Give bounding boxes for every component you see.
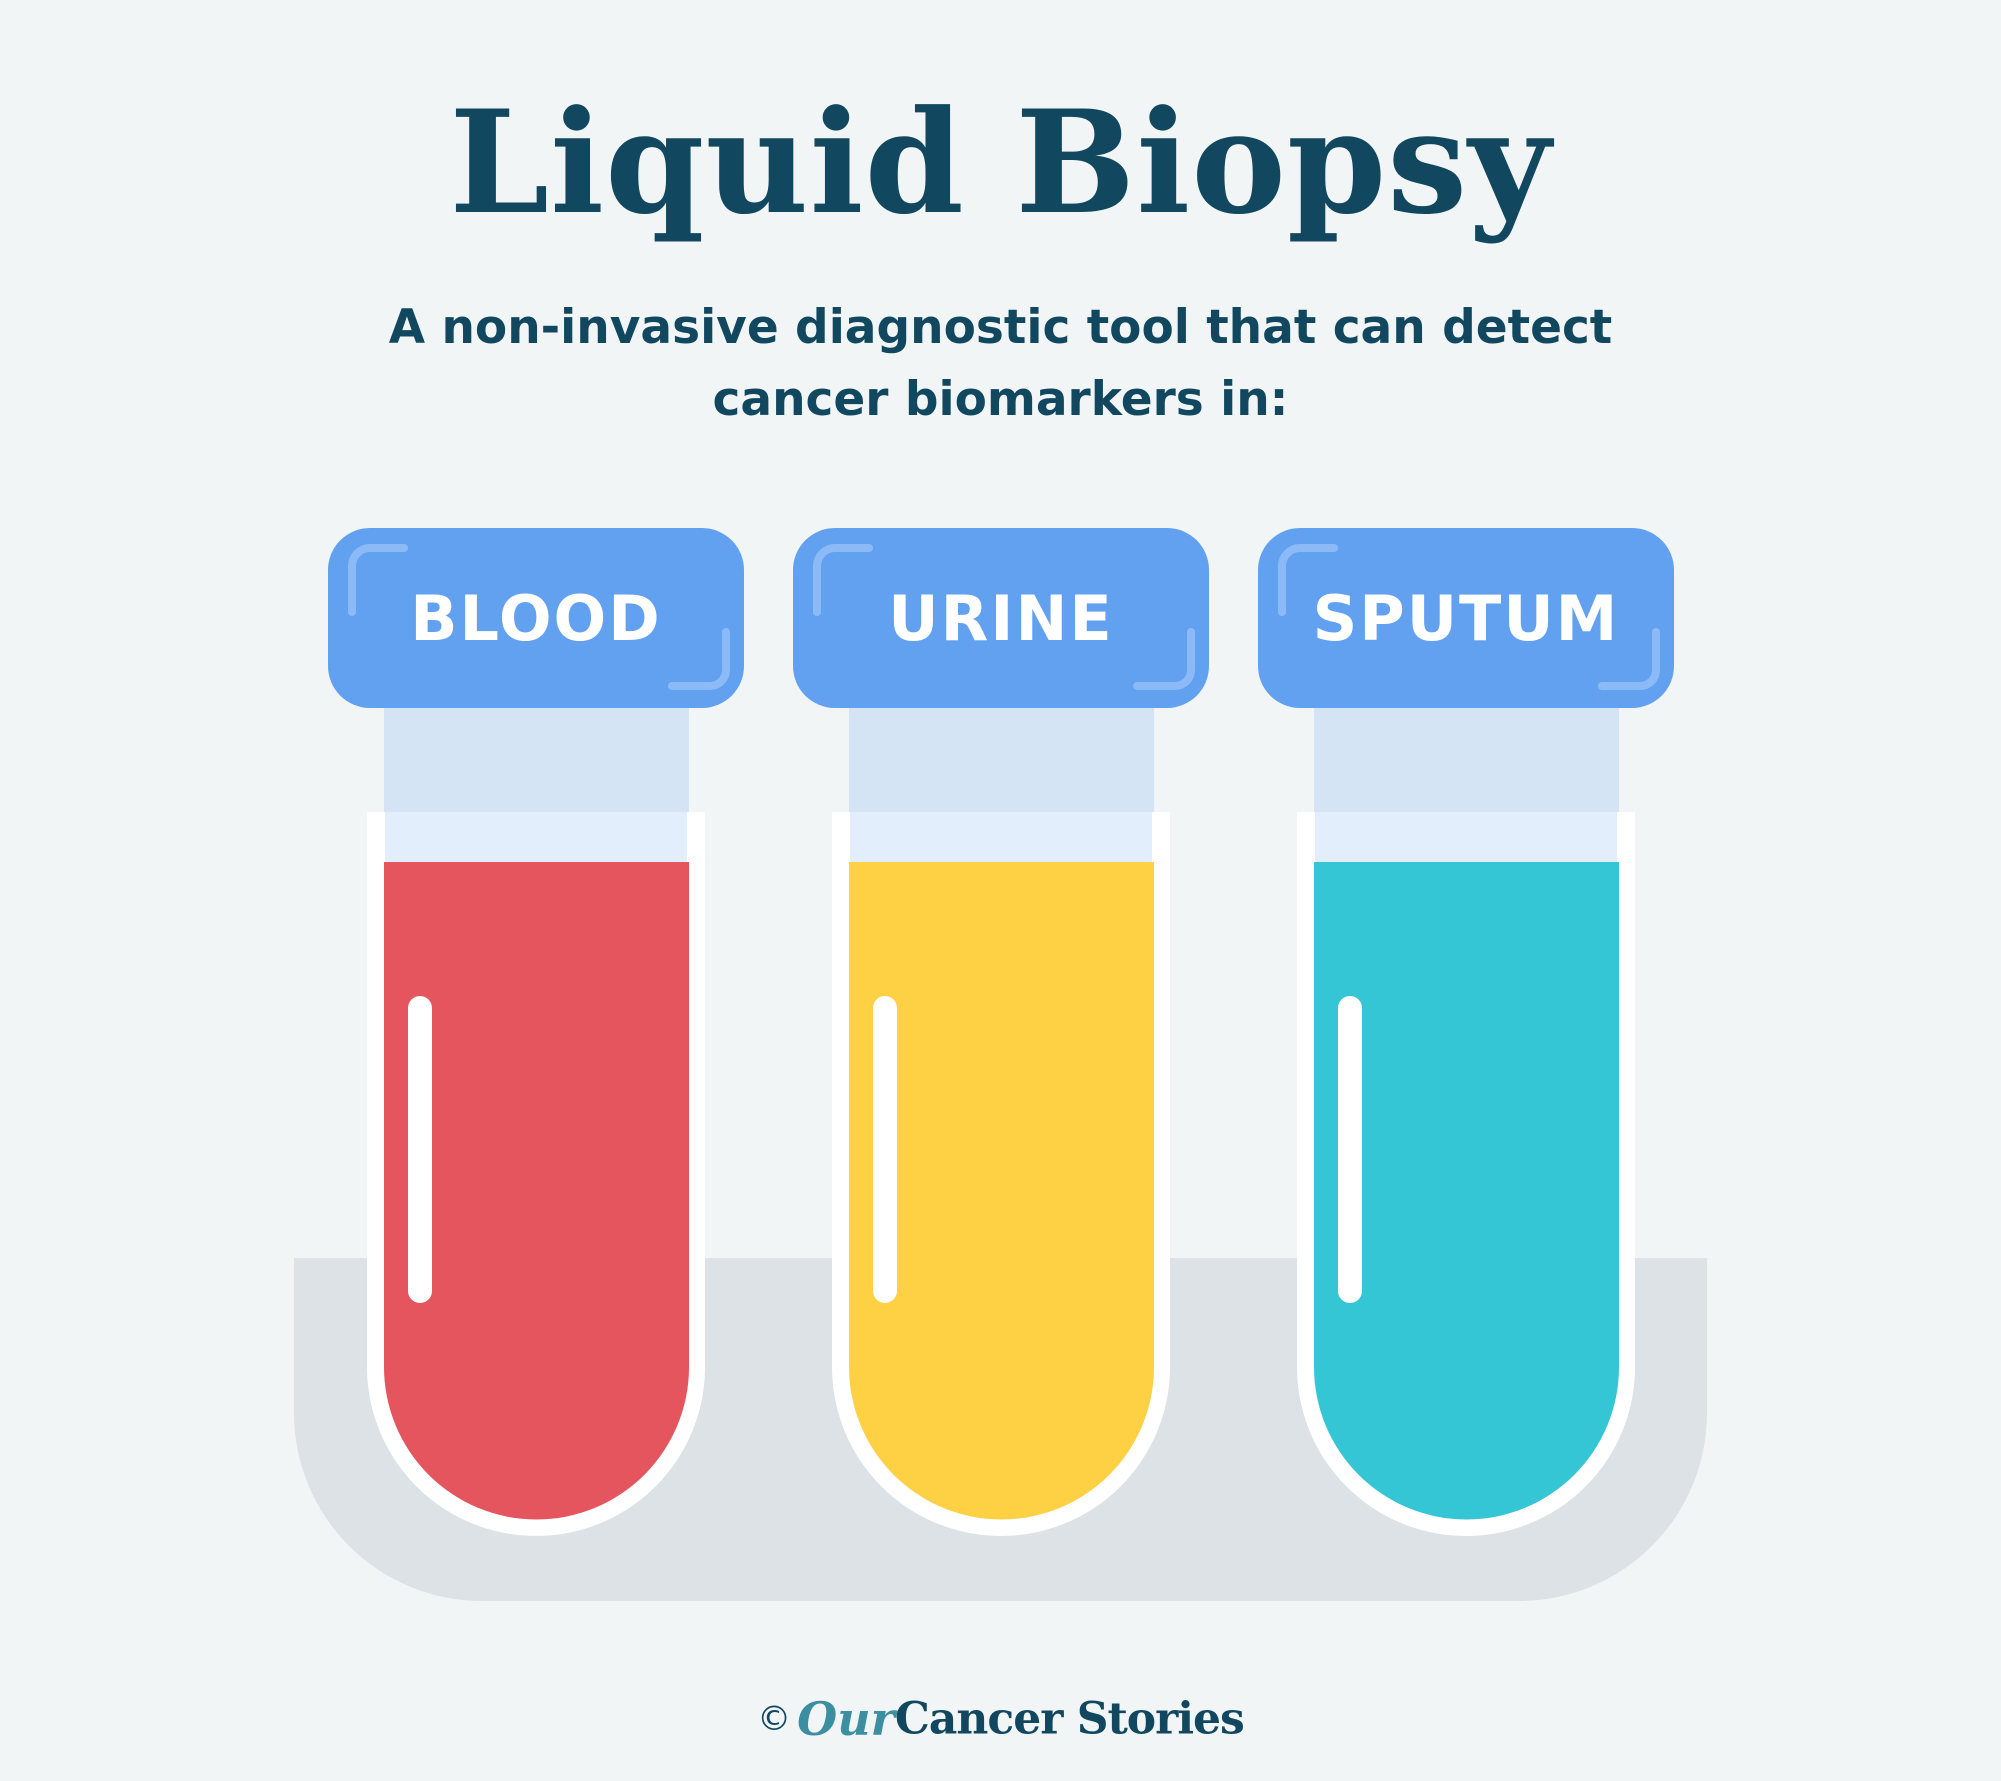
tube-cap-highlight <box>1133 628 1195 690</box>
tube-cap-highlight <box>1278 544 1338 616</box>
tube-liquid <box>384 862 689 1520</box>
footer-brand: ©OurCancer Stories <box>0 1692 2001 1746</box>
tube-cap-highlight <box>668 628 730 690</box>
tube-label: BLOOD <box>410 582 661 655</box>
tube-urine: URINE <box>793 528 1209 1536</box>
tube-blood: BLOOD <box>328 528 744 1536</box>
brand-name-our: Our <box>797 1692 895 1746</box>
tube-cap <box>1258 528 1674 708</box>
tube-liquid <box>1314 862 1619 1520</box>
tube-cap-highlight <box>813 544 873 616</box>
page-subtitle: A non-invasive diagnostic tool that can … <box>388 300 1613 427</box>
tube-label: SPUTUM <box>1313 582 1620 655</box>
tube-liquid <box>849 862 1154 1520</box>
tube-cap <box>328 528 744 708</box>
page-title: Liquid Biopsy <box>449 80 1552 246</box>
tube-cap-highlight <box>1598 628 1660 690</box>
copyright-symbol: © <box>757 1699 792 1739</box>
tube-cap-highlight <box>348 544 408 616</box>
brand-name-rest: Cancer Stories <box>894 1693 1245 1745</box>
tube-sputum: SPUTUM <box>1258 528 1674 1536</box>
tube-cap <box>793 528 1209 708</box>
tube-label: URINE <box>888 582 1113 655</box>
